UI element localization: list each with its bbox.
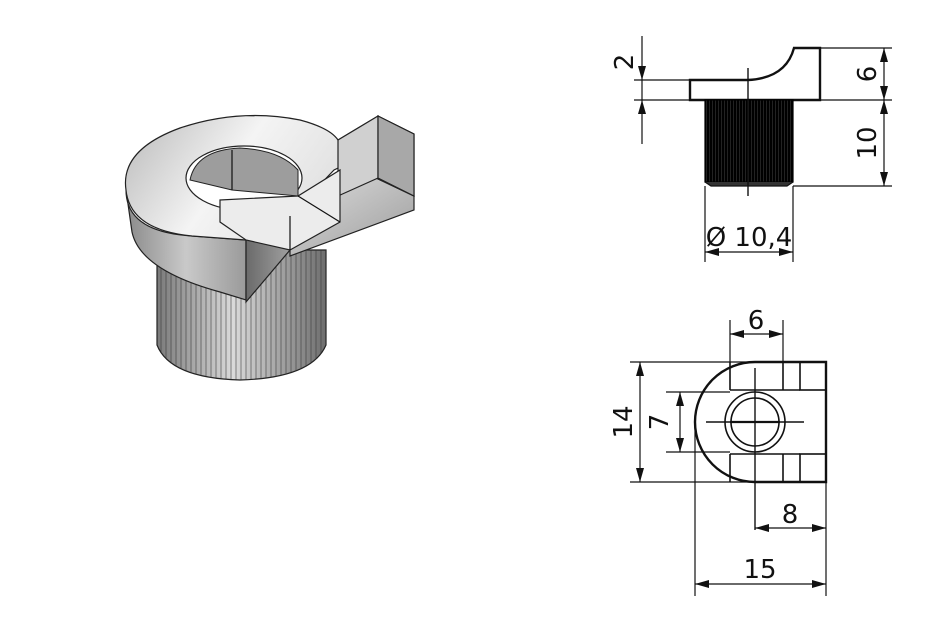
- dim-inner-width: 7: [645, 391, 730, 453]
- dim-head-height: 6: [820, 47, 892, 101]
- head-outline: [688, 46, 822, 102]
- dim-label-8: 8: [782, 500, 799, 530]
- tab-top: [799, 361, 827, 391]
- dim-shank-height: 10: [793, 100, 892, 187]
- dim-slot-width: 6: [729, 306, 784, 362]
- isometric-view: [124, 114, 415, 381]
- dim-label-15: 15: [743, 555, 776, 585]
- dim-label-6-height: 6: [853, 66, 883, 83]
- head-side-face: [125, 189, 247, 301]
- dim-shank-diameter: Ø 10,4: [704, 186, 794, 262]
- dim-label-2: 2: [610, 54, 640, 71]
- dim-label-14: 14: [609, 405, 639, 438]
- dim-center-offset: 8: [755, 482, 827, 540]
- dim-overall-width: 14: [609, 361, 755, 483]
- dim-label-7: 7: [645, 414, 675, 431]
- knurled-shank-front: [704, 99, 794, 183]
- tab-bottom: [799, 453, 827, 483]
- dim-overall-length: 15: [694, 422, 827, 596]
- front-view: 2 6 10 Ø 10,4: [610, 36, 892, 262]
- slot-channel: [219, 168, 341, 251]
- top-outline: [693, 360, 828, 484]
- dim-flange-thickness: 2: [610, 36, 690, 144]
- dim-label-diameter: Ø 10,4: [706, 223, 793, 253]
- dim-label-6-width: 6: [748, 306, 765, 336]
- top-view: 6 14 7 8: [609, 306, 828, 596]
- dim-label-10: 10: [853, 126, 883, 159]
